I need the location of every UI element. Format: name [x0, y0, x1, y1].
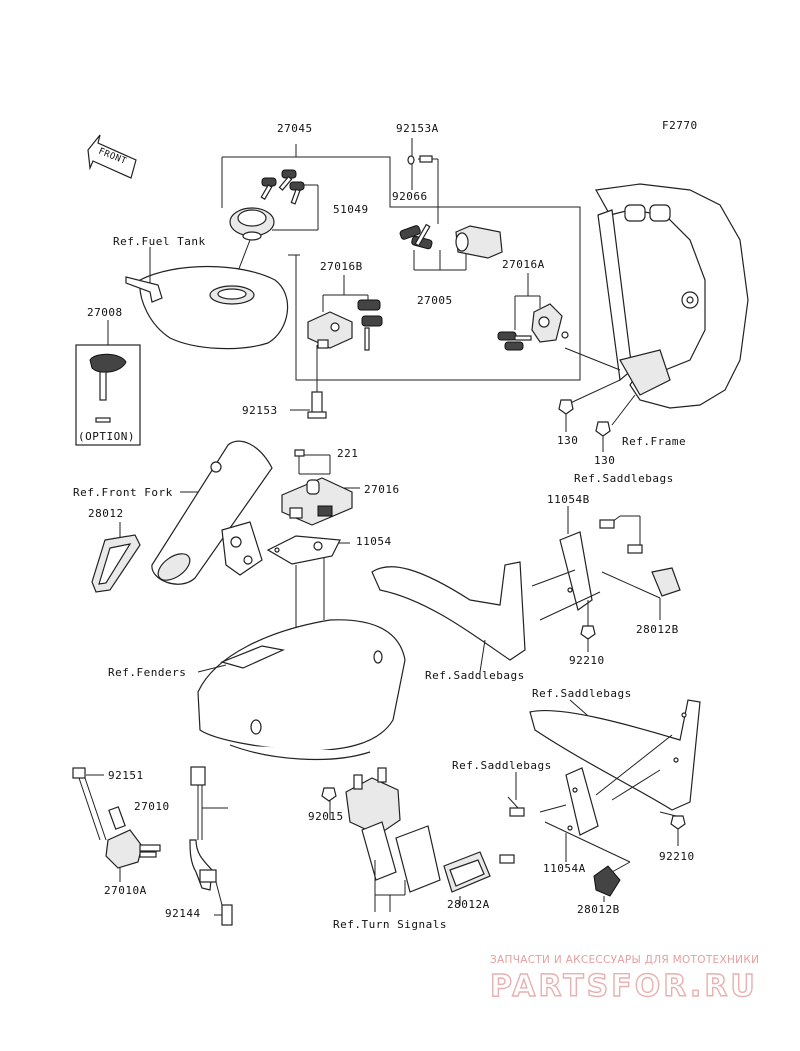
- screw-221-icon: [294, 449, 331, 475]
- label-221: 221: [337, 447, 358, 460]
- label-92153: 92153: [242, 404, 278, 417]
- reflector-28012-icon: [91, 522, 141, 593]
- label-92015: 92015: [308, 810, 344, 823]
- label-27010A: 27010A: [104, 884, 147, 897]
- label-27045: 27045: [277, 122, 313, 135]
- label-28012B-bot: 28012B: [577, 903, 620, 916]
- label-92210-bot: 92210: [659, 850, 695, 863]
- label-92066: 92066: [392, 190, 428, 203]
- label-92144: 92144: [165, 907, 201, 920]
- fender-icon: [197, 619, 406, 761]
- label-51049: 51049: [333, 203, 369, 216]
- label-28012B-top: 28012B: [636, 623, 679, 636]
- front-fork-icon: [151, 440, 273, 585]
- saddlebag-bracket-bottom-icon: [499, 699, 701, 902]
- option-label: (OPTION): [78, 430, 135, 443]
- label-92210-top: 92210: [569, 654, 605, 667]
- label-130-a: 130: [557, 434, 578, 447]
- watermark: ЗАПЧАСТИ И АКСЕССУАРЫ ДЛЯ МОТОТЕХНИКИ PA…: [489, 954, 759, 1005]
- ref-fenders: Ref.Fenders: [108, 666, 186, 679]
- label-27016: 27016: [364, 483, 400, 496]
- label-130-b: 130: [594, 454, 615, 467]
- frame-icon: [558, 183, 749, 452]
- bolt-92153-icon: [290, 345, 327, 419]
- seat-lock-27016-icon: [281, 477, 360, 526]
- screw-92153A-icon: [407, 138, 433, 190]
- option-key-box: (OPTION): [75, 320, 141, 446]
- label-27008: 27008: [87, 306, 123, 319]
- saddlebag-bracket-top-icon: [371, 506, 681, 673]
- label-27016B: 27016B: [320, 260, 363, 273]
- label-11054A: 11054A: [543, 862, 586, 875]
- watermark-brand: PARTSFOR.RU: [490, 969, 758, 1004]
- bracket-11054-icon: [266, 535, 350, 630]
- lock-27016A-icon: [497, 273, 569, 351]
- wire-27010-icon: [189, 766, 233, 926]
- ref-saddlebags-3: Ref.Saddlebags: [532, 687, 632, 700]
- ignition-27005-icon: [399, 223, 503, 271]
- label-27016A: 27016A: [502, 258, 545, 271]
- label-28012: 28012: [88, 507, 124, 520]
- ref-frame: Ref.Frame: [622, 435, 686, 448]
- fuel-cap-51049-icon: [229, 169, 319, 293]
- lock-27016B-icon: [307, 275, 383, 351]
- label-92153A: 92153A: [396, 122, 439, 135]
- fuel-tank-icon: [125, 247, 289, 350]
- ref-saddlebags-2: Ref.Saddlebags: [425, 669, 525, 682]
- ref-saddlebags-1: Ref.Saddlebags: [574, 472, 674, 485]
- label-28012A: 28012A: [447, 898, 490, 911]
- turn-signal-assembly-icon: [321, 767, 491, 912]
- watermark-tagline: ЗАПЧАСТИ И АКСЕССУАРЫ ДЛЯ МОТОТЕХНИКИ: [490, 954, 759, 966]
- switch-27010A-icon: [72, 767, 161, 882]
- diagram-code: F2770: [662, 119, 698, 132]
- label-92151: 92151: [108, 769, 144, 782]
- ref-fuel-tank: Ref.Fuel Tank: [113, 235, 206, 248]
- ref-turn-signals: Ref.Turn Signals: [333, 918, 447, 931]
- label-27005: 27005: [417, 294, 453, 307]
- ref-front-fork: Ref.Front Fork: [73, 486, 173, 499]
- label-11054: 11054: [356, 535, 392, 548]
- front-arrow-icon: FRONT: [87, 134, 137, 179]
- label-27010: 27010: [134, 800, 170, 813]
- ref-saddlebags-4: Ref.Saddlebags: [452, 759, 552, 772]
- group-outline-27045: [221, 144, 581, 381]
- label-11054B: 11054B: [547, 493, 590, 506]
